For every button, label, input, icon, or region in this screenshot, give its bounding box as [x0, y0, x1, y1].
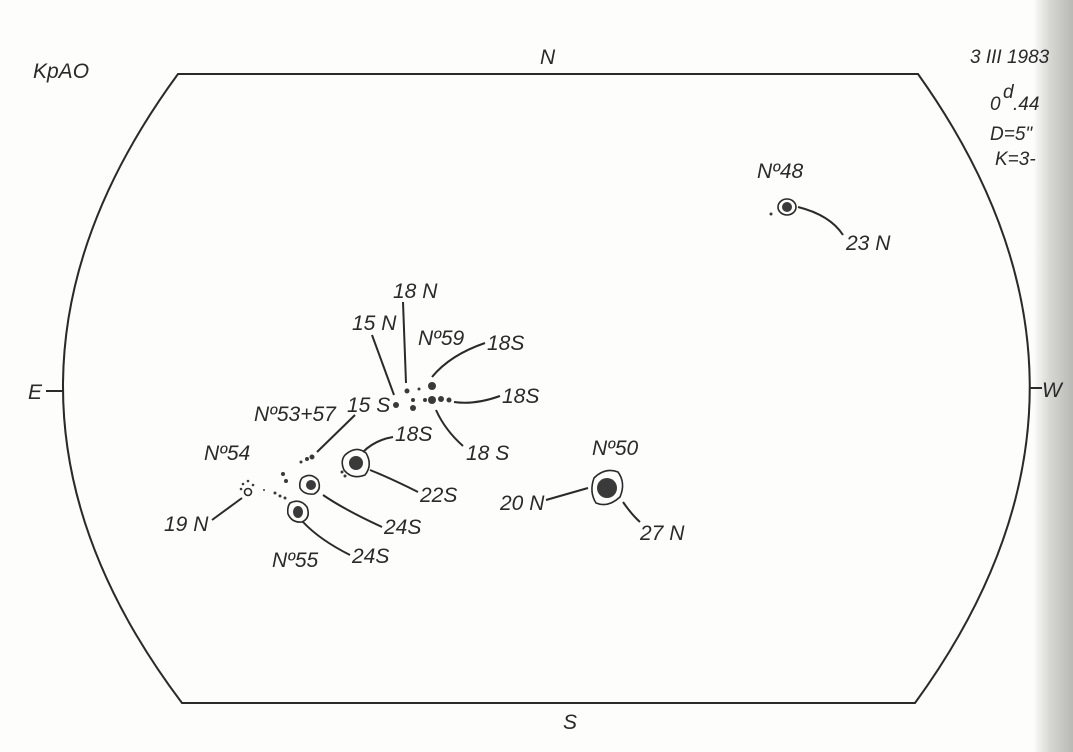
sunspot-umbra	[306, 480, 316, 490]
leader-line	[211, 497, 243, 521]
latitude-label: 18S	[502, 385, 539, 408]
group-id: Nº48	[757, 160, 804, 183]
sunspot-pore	[769, 212, 773, 216]
time-frac: .44	[1013, 94, 1039, 115]
quality-label: K=3-	[995, 149, 1036, 170]
sunspot	[591, 469, 624, 506]
leader-line	[622, 501, 641, 523]
date-label: 3 III 1983	[970, 47, 1050, 68]
latitude-label: 27 N	[639, 522, 685, 545]
leader-line	[316, 414, 356, 453]
latitude-label: 19 N	[164, 513, 209, 536]
group-id: Nº55	[272, 549, 319, 572]
sunspot-cluster	[281, 454, 315, 483]
latitude-label: 15 N	[352, 312, 397, 335]
leader-line	[431, 342, 486, 378]
group-id: Nº50	[592, 437, 639, 460]
east-label: E	[28, 381, 43, 404]
leader-line	[797, 206, 844, 236]
sunspot-cluster	[239, 479, 265, 497]
sunspot-pore	[340, 470, 344, 474]
diameter-label: D=5"	[990, 124, 1033, 145]
group-id: Nº53+57	[254, 403, 337, 426]
sunspot	[286, 500, 309, 523]
latitude-label: 18S	[487, 332, 524, 355]
north-label: N	[540, 46, 556, 69]
time-unit: d	[1003, 82, 1015, 103]
page-edge-shadow	[1033, 0, 1073, 752]
group-id: Nº54	[204, 442, 250, 465]
leader-line	[435, 409, 464, 447]
latitude-label: 23 N	[845, 232, 891, 255]
latitude-label: 18 S	[466, 442, 509, 465]
latitude-label: 24S	[383, 516, 421, 539]
latitude-label: 20 N	[499, 492, 545, 515]
latitude-label: 24S	[351, 545, 389, 568]
south-label: S	[563, 711, 577, 734]
leader-line	[371, 334, 395, 396]
observatory-label: KpAO	[33, 60, 89, 83]
sunspot-cluster	[393, 382, 452, 411]
latitude-label: 18S	[395, 423, 432, 446]
latitude-label: 22S	[419, 484, 457, 507]
latitude-label: 15 S	[347, 394, 390, 417]
group-id: Nº59	[418, 327, 465, 350]
sunspot-umbra	[349, 456, 363, 470]
leader-line	[402, 301, 407, 384]
west-label: W	[1042, 379, 1064, 402]
sunspot-cluster	[273, 491, 287, 500]
sunspot	[341, 448, 371, 478]
leader-line	[362, 436, 394, 453]
sunspot-umbra	[782, 202, 792, 212]
leader-line	[302, 521, 351, 556]
sunspot	[298, 474, 321, 495]
sunspot-umbra	[293, 506, 303, 518]
leader-line	[322, 494, 383, 528]
sunspot-pore	[343, 474, 347, 478]
sunspot-umbra	[597, 478, 617, 498]
time-whole: 0	[990, 94, 1001, 115]
sunspot	[777, 198, 797, 216]
solar-disk-outline	[62, 73, 1031, 704]
latitude-label: 18 N	[393, 280, 438, 303]
leader-line	[545, 487, 589, 501]
leader-line	[453, 395, 501, 404]
leader-line	[369, 469, 419, 493]
